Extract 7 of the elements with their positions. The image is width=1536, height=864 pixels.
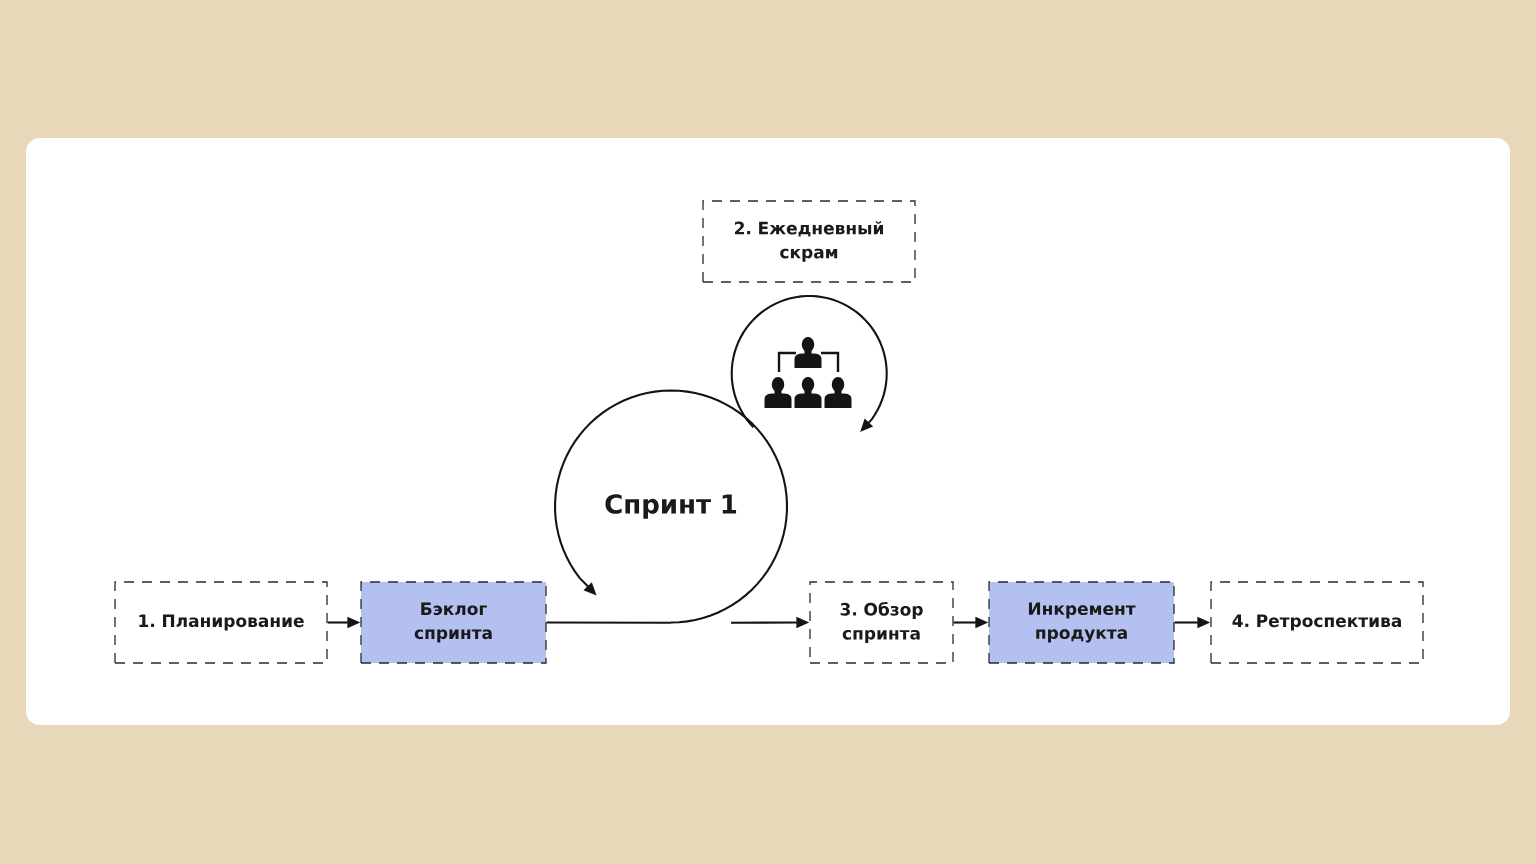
stage-box: 3. Обзор спринта bbox=[809, 581, 954, 664]
stage-box: 4. Ретроспектива bbox=[1210, 581, 1424, 664]
node-label: Спринт 1 bbox=[605, 494, 737, 519]
stage-box: 2. Ежедневный скрам bbox=[702, 200, 916, 283]
artifact-box: Бэклог спринта bbox=[360, 581, 547, 664]
stage-box: 1. Планирование bbox=[114, 581, 328, 664]
artifact-box: Инкремент продукта bbox=[988, 581, 1175, 664]
